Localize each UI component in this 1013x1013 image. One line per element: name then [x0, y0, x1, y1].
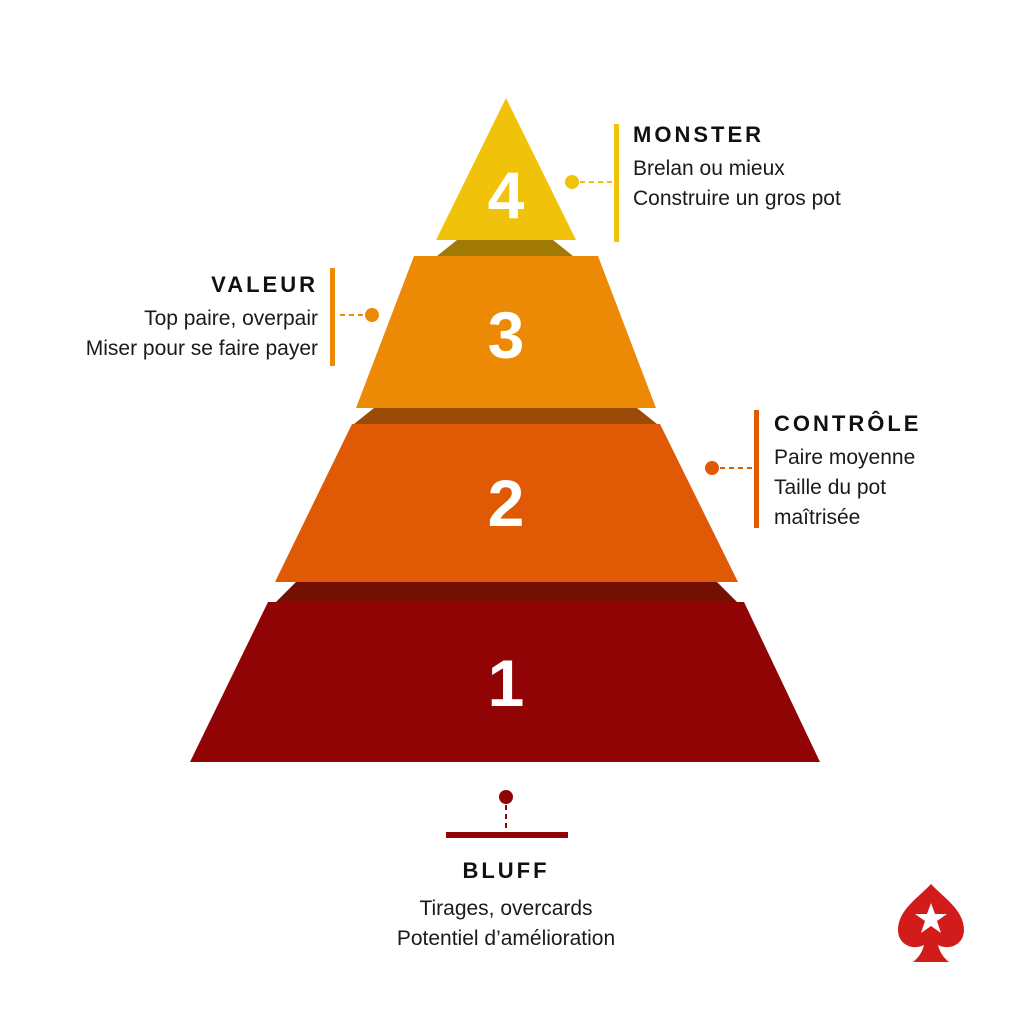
valeur-title: VALEUR [211, 272, 318, 297]
tier-shadow-4 [437, 240, 573, 256]
bluff-label: BLUFF Tirages, overcards Potentiel d’amé… [306, 858, 706, 954]
monster-line-2: Construire un gros pot [633, 187, 841, 210]
tier-shadow-3 [354, 408, 657, 424]
controle-title: CONTRÔLE [774, 411, 922, 436]
valeur-line-2: Miser pour se faire payer [85, 337, 318, 360]
bluff-connector-dot [499, 790, 513, 804]
monster-line-1: Brelan ou mieux [633, 157, 785, 180]
monster-accent-bar [614, 124, 619, 242]
tier-4-number: 4 [488, 158, 525, 232]
tier-1-number: 1 [488, 646, 525, 720]
bluff-title: BLUFF [462, 858, 550, 883]
controle-line-3: maîtrisée [774, 506, 861, 529]
valeur-connector-dot [365, 308, 379, 322]
valeur-accent-bar [330, 268, 335, 366]
tier-2-number: 2 [488, 466, 525, 540]
tier-2 [275, 424, 738, 582]
spade-star-logo-icon [898, 884, 964, 962]
controle-connector-dot [705, 461, 719, 475]
monster-connector-dot [565, 175, 579, 189]
monster-title: MONSTER [633, 122, 764, 147]
controle-line-1: Paire moyenne [774, 446, 916, 469]
bluff-line-1: Tirages, overcards [419, 897, 593, 920]
tier-shadow-2 [276, 582, 737, 602]
monster-label: MONSTER Brelan ou mieux Construire un gr… [633, 122, 963, 214]
tier-4 [436, 98, 576, 240]
valeur-label: VALEUR Top paire, overpair Miser pour se… [20, 272, 318, 364]
controle-accent-bar [754, 410, 759, 528]
tier-3-number: 3 [488, 298, 525, 372]
bluff-accent-bar [446, 832, 568, 838]
controle-label: CONTRÔLE Paire moyenne Taille du pot maî… [774, 411, 1004, 533]
valeur-line-1: Top paire, overpair [144, 307, 318, 330]
controle-line-2: Taille du pot [774, 476, 887, 499]
tier-1 [190, 602, 820, 762]
tier-3 [356, 256, 656, 408]
bluff-line-2: Potentiel d’amélioration [396, 927, 616, 950]
